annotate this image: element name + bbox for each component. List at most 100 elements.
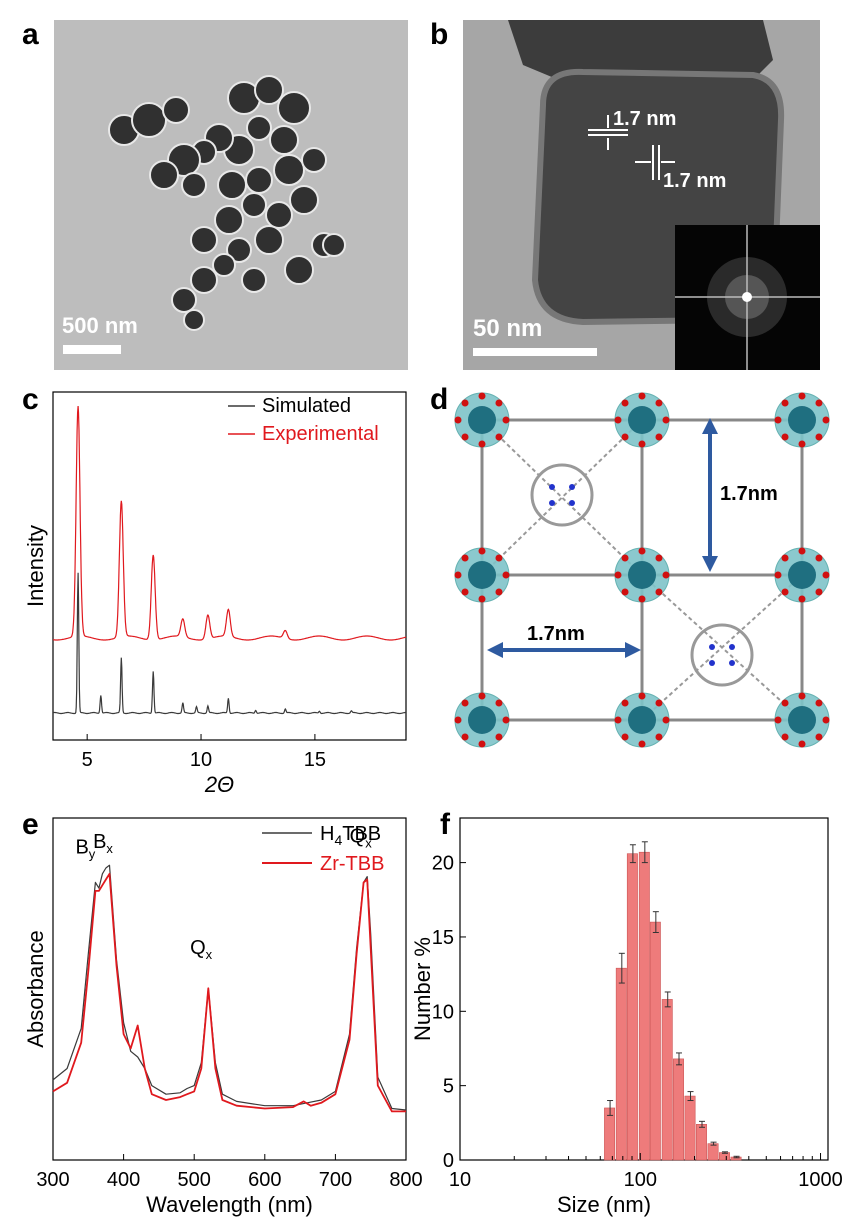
nanoparticle	[254, 225, 284, 255]
oxygen-atom	[495, 588, 503, 596]
oxygen-atom	[621, 588, 629, 596]
oxygen-atom	[461, 699, 469, 707]
uvvis-series-zr-tbb	[52, 872, 406, 1113]
dls-bar	[615, 967, 627, 1161]
oxygen-atom	[655, 554, 663, 562]
oxygen-atom	[454, 416, 462, 424]
oxygen-atom	[495, 699, 503, 707]
oxygen-atom	[621, 399, 629, 407]
zr-cluster-core	[628, 406, 656, 434]
oxygen-atom	[461, 399, 469, 407]
uvvis-x-tick-label: 500	[178, 1169, 211, 1191]
oxygen-atom	[495, 733, 503, 741]
dls-y-tick-label: 10	[432, 1001, 454, 1023]
oxygen-atom	[495, 399, 503, 407]
oxygen-atom	[495, 554, 503, 562]
oxygen-atom	[798, 740, 806, 748]
lattice-label-2: 1.7 nm	[663, 170, 726, 192]
scale-bar-b	[473, 348, 597, 356]
nanoparticle	[241, 267, 267, 293]
oxygen-atom	[478, 740, 486, 748]
oxygen-atom	[815, 588, 823, 596]
dls-bar	[707, 1143, 719, 1161]
dls-x-tick-label: 100	[624, 1169, 657, 1191]
dls-bar	[638, 851, 650, 1161]
oxygen-atom	[781, 399, 789, 407]
oxygen-atom	[461, 588, 469, 596]
oxygen-atom	[822, 716, 830, 724]
nanoparticle	[190, 226, 218, 254]
nanoparticle	[277, 91, 311, 125]
uvvis-band-label: By	[75, 837, 95, 862]
nanoparticle	[246, 115, 272, 141]
nanoparticle	[212, 253, 236, 277]
oxygen-atom	[798, 595, 806, 603]
oxygen-atom	[502, 416, 510, 424]
nanoparticle	[190, 266, 218, 294]
panel-d-letter: d	[430, 383, 449, 416]
xrd-x-tick-label: 10	[190, 749, 212, 771]
nanoparticle	[301, 147, 327, 173]
scale-label-b: 50 nm	[473, 315, 542, 342]
oxygen-atom	[454, 716, 462, 724]
oxygen-atom	[774, 716, 782, 724]
oxygen-atom	[614, 571, 622, 579]
oxygen-atom	[774, 416, 782, 424]
uvvis-x-tick-label: 700	[319, 1169, 352, 1191]
panel-f-letter: f	[440, 808, 450, 841]
nanoparticle	[322, 233, 346, 257]
oxygen-atom	[478, 692, 486, 700]
uvvis-x-tick-label: 300	[36, 1169, 69, 1191]
zr-cluster-core	[468, 561, 496, 589]
oxygen-atom	[822, 571, 830, 579]
oxygen-atom	[781, 554, 789, 562]
oxygen-atom	[478, 547, 486, 555]
nitrogen-atom	[549, 500, 555, 506]
oxygen-atom	[815, 554, 823, 562]
hrtem-image-b: 1.7 nm 1.7 nm 50 nm	[463, 20, 820, 370]
dls-y-tick-label: 15	[432, 927, 454, 949]
oxygen-atom	[655, 699, 663, 707]
nanoparticle	[214, 205, 244, 235]
linker-bond	[641, 574, 803, 721]
nitrogen-atom	[709, 644, 715, 650]
oxygen-atom	[655, 399, 663, 407]
uvvis-x-tick-label: 600	[248, 1169, 281, 1191]
oxygen-atom	[781, 733, 789, 741]
dls-y-tick-label: 5	[443, 1076, 454, 1098]
nitrogen-atom	[569, 500, 575, 506]
oxygen-atom	[638, 595, 646, 603]
xrd-axes-frame	[52, 391, 407, 741]
nanoparticle	[149, 160, 179, 190]
lattice-markers	[588, 115, 675, 180]
oxygen-atom	[478, 595, 486, 603]
dls-bar	[661, 999, 673, 1161]
porphyrin-ring	[530, 463, 594, 527]
nanoparticle	[181, 172, 207, 198]
nanoparticle	[254, 75, 284, 105]
oxygen-atom	[774, 571, 782, 579]
framework-lattice	[454, 392, 830, 748]
nanoparticle	[284, 255, 314, 285]
panel-c-letter: c	[22, 383, 39, 416]
dls-x-tick-label: 10	[449, 1169, 471, 1191]
nanoparticle	[241, 192, 267, 218]
oxygen-atom	[815, 699, 823, 707]
panel-b-letter: b	[430, 18, 449, 51]
panel-e-letter: e	[22, 808, 39, 841]
dls-x-axis-label: Size (nm)	[557, 1192, 651, 1217]
scale-label-a: 500 nm	[62, 313, 138, 338]
nanoparticle	[273, 154, 305, 186]
uvvis-band-label: Qx	[190, 937, 213, 962]
oxygen-atom	[621, 433, 629, 441]
oxygen-atom	[478, 392, 486, 400]
uvvis-legend-label: H4TBB	[320, 823, 381, 848]
nanoparticle	[171, 287, 197, 313]
framework-svg: 1.7nm 1.7nm	[454, 392, 830, 748]
uvvis-x-axis-label: Wavelength (nm)	[146, 1192, 313, 1217]
oxygen-atom	[502, 571, 510, 579]
nanoparticle-cluster-svg: 500 nm	[62, 75, 346, 354]
dls-y-axis-label: Number %	[410, 937, 435, 1041]
linker-bond	[481, 419, 643, 576]
